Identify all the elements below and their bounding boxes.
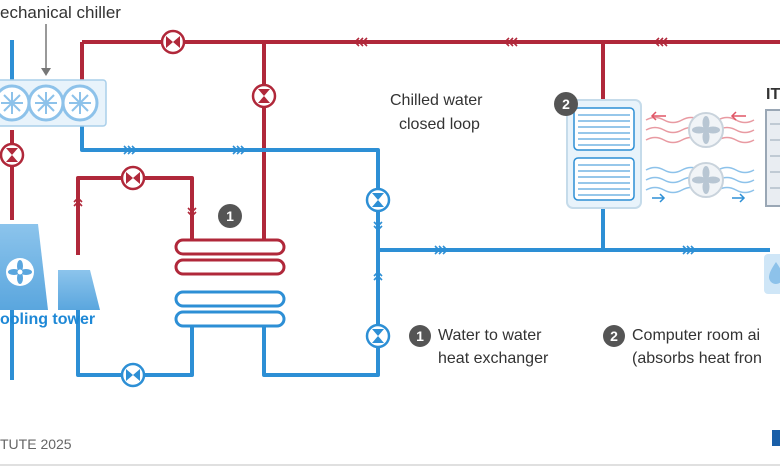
water-drop-icon: [764, 254, 780, 294]
flow-arrow-icon: [73, 196, 197, 218]
valve-icon: [120, 165, 146, 191]
badge-1-number: 1: [226, 208, 234, 224]
heat-exchanger: [174, 238, 286, 328]
cooling-tower: [0, 224, 100, 310]
legend-badge-1: 1: [409, 325, 431, 347]
fan-icon: [0, 84, 31, 122]
fan-icon: [688, 112, 724, 148]
cold-return-pipe: [80, 125, 380, 258]
legend-1-line1: Water to water: [438, 327, 542, 344]
valve-icon: [160, 29, 186, 55]
legend-2-number: 2: [610, 328, 618, 344]
it-rack: [765, 109, 780, 207]
flow-arrow-icons: [73, 37, 697, 281]
legend-1-number: 1: [416, 328, 424, 344]
legend-1-line2: heat exchanger: [438, 350, 549, 367]
valve-icon: [0, 142, 25, 168]
fan-icon: [61, 84, 99, 122]
valves: [0, 29, 391, 388]
chiller-label: echanical chiller: [0, 3, 121, 22]
logo-fragment: [772, 430, 780, 446]
valve-icon: [120, 362, 146, 388]
mechanical-chiller: [0, 24, 107, 127]
flow-arrow-icon: [123, 145, 697, 281]
air-handler: [566, 99, 642, 209]
valve-icon: [365, 187, 391, 213]
legend-badge-2: 2: [603, 325, 625, 347]
it-label: IT: [766, 86, 780, 103]
legend-2-line1: Computer room ai: [632, 327, 761, 344]
valve-icon: [365, 323, 391, 349]
cooling-tower-label: ooling tower: [0, 311, 96, 328]
footer-credit: TUTE 2025: [0, 436, 72, 452]
fan-icon: [27, 84, 65, 122]
fan-icon: [688, 162, 724, 198]
flow-arrow-icon: [353, 37, 668, 47]
cold-hx-pipe: [262, 250, 380, 377]
valve-icon: [251, 83, 277, 109]
chilled-loop-label-line1: Chilled water: [390, 92, 483, 109]
badge-2-number: 2: [562, 96, 570, 112]
flow-arrow-icon: [650, 111, 746, 203]
badge-1: 1: [218, 204, 242, 228]
badge-2: 2: [554, 92, 578, 116]
legend-2-line2: (absorbs heat fron: [632, 350, 762, 367]
chilled-loop-label-line2: closed loop: [399, 116, 480, 133]
footer-divider: [0, 464, 780, 466]
fan-icon: [6, 258, 34, 286]
